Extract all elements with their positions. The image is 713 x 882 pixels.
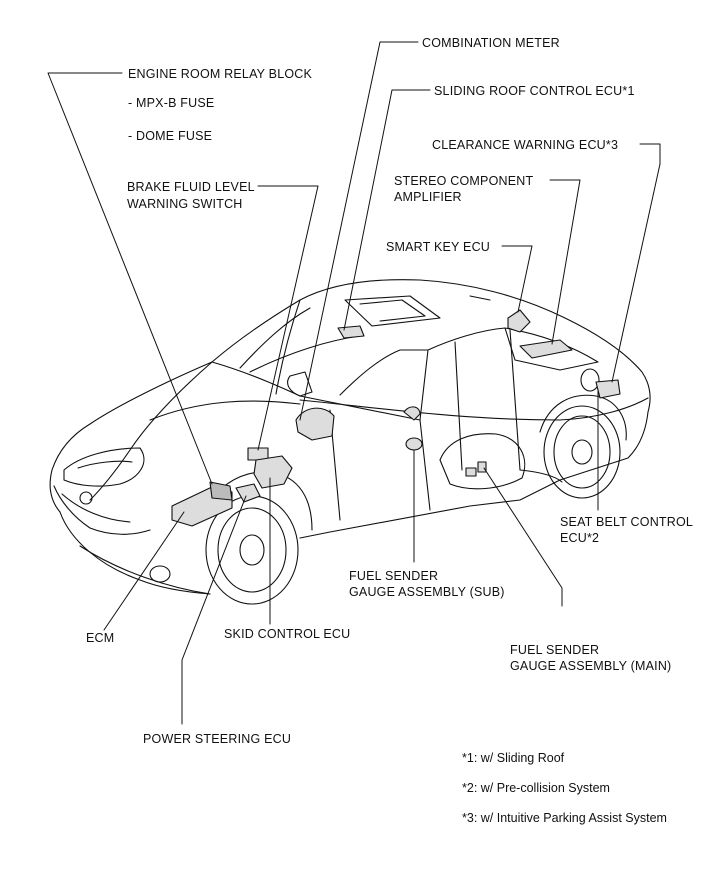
- footnote-3: *3: w/ Intuitive Parking Assist System: [462, 811, 667, 825]
- label-sliding-roof-ecu: SLIDING ROOF CONTROL ECU*1: [434, 84, 635, 98]
- label-fuel-main-line1: FUEL SENDER: [510, 643, 600, 657]
- footnote-2: *2: w/ Pre-collision System: [462, 781, 610, 795]
- components: [171, 309, 621, 527]
- label-mpx-b-fuse: - MPX-B FUSE: [128, 96, 215, 110]
- label-seat-belt-line1: SEAT BELT CONTROL: [560, 515, 694, 529]
- leader-lines: [47, 41, 661, 725]
- label-seat-belt-line2: ECU*2: [560, 531, 600, 545]
- car-outline: [49, 279, 651, 605]
- label-brake-fluid-line2: WARNING SWITCH: [127, 197, 243, 211]
- label-dome-fuse: - DOME FUSE: [128, 129, 213, 143]
- label-skid-control-ecu: SKID CONTROL ECU: [224, 627, 351, 641]
- label-fuel-sub-line1: FUEL SENDER: [349, 569, 439, 583]
- footnote-1: *1: w/ Sliding Roof: [462, 751, 565, 765]
- label-clearance-warning-ecu: CLEARANCE WARNING ECU*3: [432, 138, 619, 152]
- label-power-steering-ecu: POWER STEERING ECU: [143, 732, 292, 746]
- label-engine-room-relay-block: ENGINE ROOM RELAY BLOCK: [128, 67, 313, 81]
- label-smart-key-ecu: SMART KEY ECU: [386, 240, 491, 254]
- label-fuel-main-line2: GAUGE ASSEMBLY (MAIN): [510, 659, 672, 673]
- label-brake-fluid-line1: BRAKE FLUID LEVEL: [127, 180, 255, 194]
- label-stereo-line2: AMPLIFIER: [394, 190, 462, 204]
- label-combination-meter: COMBINATION METER: [422, 36, 560, 50]
- label-fuel-sub-line2: GAUGE ASSEMBLY (SUB): [349, 585, 505, 599]
- label-ecm: ECM: [86, 631, 115, 645]
- label-stereo-line1: STEREO COMPONENT: [394, 174, 534, 188]
